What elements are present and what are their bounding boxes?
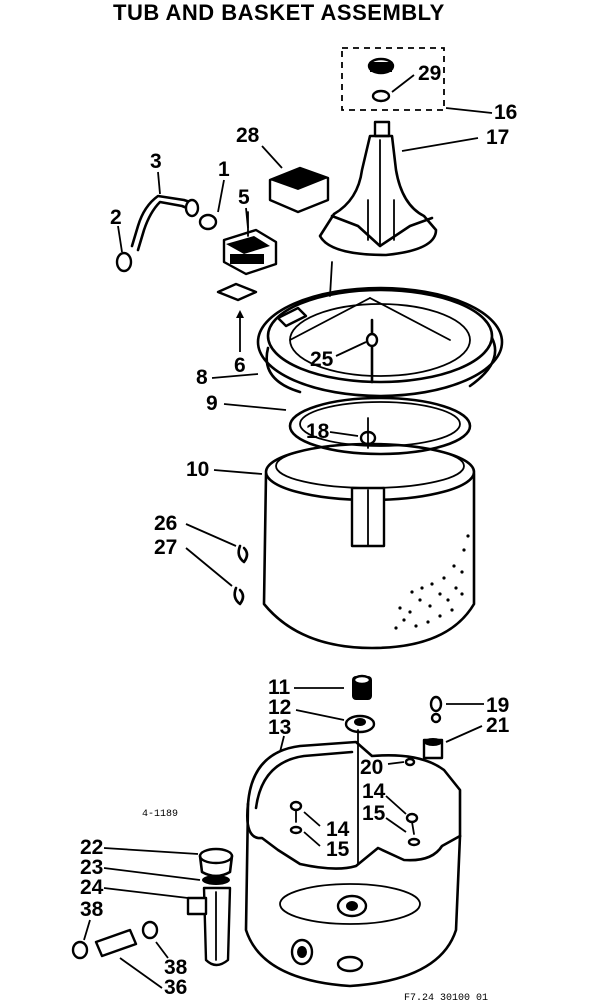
- callout-21: 21: [445, 714, 510, 743]
- svg-text:9: 9: [206, 392, 218, 415]
- svg-text:13: 13: [268, 716, 291, 739]
- part-9-ring: [288, 396, 472, 456]
- svg-text:38: 38: [80, 898, 104, 921]
- svg-text:11: 11: [268, 676, 291, 699]
- part-13-outer-tub: [244, 729, 462, 988]
- svg-text:16: 16: [494, 101, 517, 124]
- part-23-ring: [202, 875, 230, 885]
- callout-16: 16: [445, 101, 517, 124]
- callout-27: 27: [154, 536, 233, 587]
- svg-text:22: 22: [80, 836, 103, 859]
- part-26-clip: [237, 544, 249, 564]
- callout-6: 6: [234, 310, 246, 377]
- callout-19: 19: [446, 694, 509, 717]
- svg-text:28: 28: [236, 124, 260, 147]
- callout-15-right: 15: [362, 802, 407, 833]
- part-27-clip: [233, 586, 245, 606]
- svg-text:14: 14: [326, 818, 350, 841]
- callout-1: 1: [217, 158, 230, 213]
- callout-20: 20: [360, 756, 405, 779]
- callout-38-left: 38: [80, 898, 104, 941]
- part-22-coupling: [198, 847, 234, 878]
- callout-28: 28: [236, 124, 283, 169]
- callout-15-left: 15: [303, 831, 350, 861]
- part-16-agitator-cap-kit: [341, 47, 445, 111]
- part-15-washer-right: [407, 837, 421, 847]
- svg-text:14: 14: [362, 780, 386, 803]
- part-1-clamp: [198, 213, 218, 231]
- svg-text:18: 18: [306, 420, 330, 443]
- svg-text:1: 1: [218, 158, 230, 181]
- svg-text:15: 15: [362, 802, 386, 825]
- svg-text:5: 5: [238, 186, 250, 209]
- part-38-clamp-left: [71, 940, 89, 960]
- basket-perforations: [394, 534, 470, 630]
- svg-text:26: 26: [154, 512, 177, 535]
- part-28-pad: [268, 166, 330, 214]
- callout-26: 26: [154, 512, 237, 547]
- svg-text:19: 19: [486, 694, 509, 717]
- part-11-bearing: [352, 674, 372, 700]
- part-10-basket: [262, 442, 476, 650]
- callout-18: 18: [306, 420, 359, 443]
- callout-22: 22: [80, 836, 199, 859]
- callout-2: 2: [110, 206, 123, 253]
- part-19-grommet: [429, 695, 443, 724]
- part-15-washer-left: [289, 825, 303, 835]
- callout-25: 25: [310, 341, 367, 371]
- svg-text:23: 23: [80, 856, 103, 879]
- callout-10: 10: [186, 458, 263, 481]
- diagram-title: TUB AND BASKET ASSEMBLY: [113, 0, 445, 25]
- callout-11: 11: [268, 676, 344, 699]
- svg-text:15: 15: [326, 838, 350, 861]
- svg-text:21: 21: [486, 714, 510, 737]
- footer-code: F7.24 30100 01: [404, 993, 488, 1003]
- part-14-screw-left: [289, 800, 303, 823]
- callout-17: 17: [401, 126, 509, 152]
- callout-23: 23: [80, 856, 201, 881]
- callout-14-left: 14: [303, 811, 350, 841]
- part-14-screw-right: [405, 812, 419, 835]
- svg-text:17: 17: [486, 126, 509, 149]
- callout-8: 8: [196, 366, 259, 389]
- svg-text:27: 27: [154, 536, 177, 559]
- callout-12: 12: [268, 696, 345, 721]
- part-8-tub-cover: [256, 261, 504, 398]
- part-6-gasket: [216, 282, 258, 302]
- svg-text:10: 10: [186, 458, 209, 481]
- svg-text:3: 3: [150, 150, 162, 173]
- svg-text:8: 8: [196, 366, 208, 389]
- part-12-seal: [344, 714, 376, 734]
- callout-29: 29: [391, 62, 441, 93]
- part-25-screw: [365, 318, 379, 384]
- svg-text:36: 36: [164, 976, 187, 999]
- part-36-hose: [94, 928, 138, 958]
- svg-text:20: 20: [360, 756, 383, 779]
- callout-5: 5: [238, 186, 250, 229]
- callout-9: 9: [206, 392, 287, 415]
- callout-3: 3: [150, 150, 162, 195]
- callout-13: 13: [268, 716, 291, 753]
- callout-24: 24: [80, 876, 189, 899]
- svg-text:38: 38: [164, 956, 188, 979]
- part-24-outlet: [186, 886, 232, 967]
- part-5-switch: [222, 211, 278, 276]
- part-3-hose: [130, 194, 200, 252]
- part-21-valve: [422, 738, 444, 760]
- callout-14-right: 14: [362, 780, 407, 815]
- svg-text:12: 12: [268, 696, 291, 719]
- svg-text:2: 2: [110, 206, 122, 229]
- svg-text:25: 25: [310, 348, 334, 371]
- svg-text:29: 29: [418, 62, 441, 85]
- svg-text:6: 6: [234, 354, 246, 377]
- svg-text:24: 24: [80, 876, 104, 899]
- annotation-small-mark: 4-1189: [142, 809, 178, 820]
- part-20-washer: [404, 757, 416, 767]
- part-17-agitator: [318, 120, 438, 257]
- part-2-clamp: [115, 251, 133, 273]
- part-38-clamp-right: [141, 920, 159, 940]
- callout-36: 36: [119, 957, 187, 999]
- callout-38-right: 38: [155, 941, 188, 979]
